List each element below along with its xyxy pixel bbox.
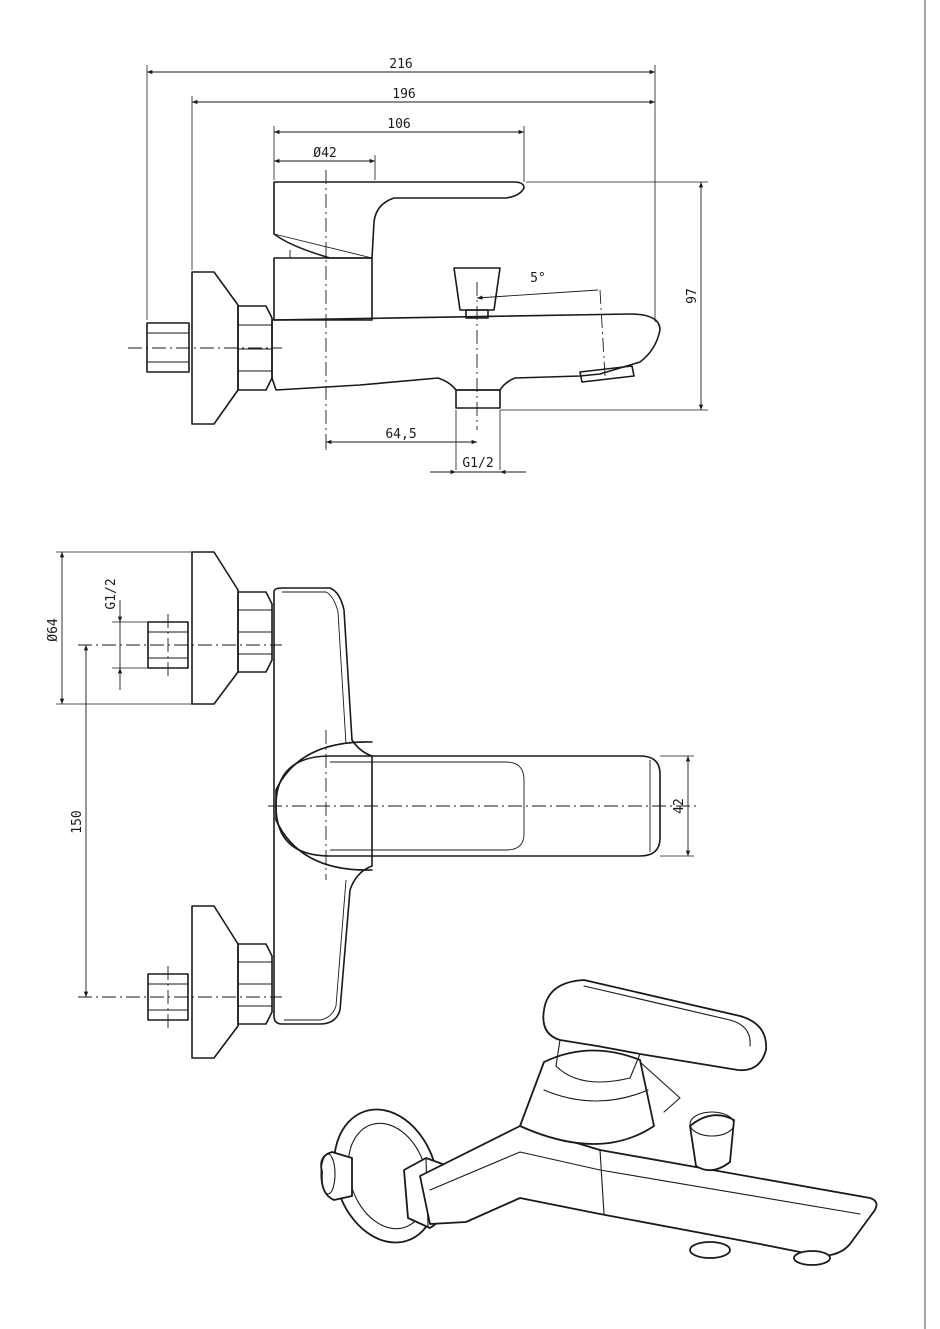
iso-spout-body bbox=[419, 1125, 878, 1257]
label-97: 97 bbox=[685, 288, 700, 304]
label-196: 196 bbox=[392, 87, 415, 102]
top-upper-flange bbox=[191, 551, 239, 705]
side-inlet-nipple bbox=[146, 322, 190, 373]
isometric-view bbox=[320, 979, 878, 1266]
iso-spout-outlet bbox=[793, 1250, 831, 1266]
iso-diverter-knob bbox=[689, 1114, 735, 1172]
label-42-top: 42 bbox=[672, 798, 687, 814]
side-diverter-knob bbox=[453, 267, 501, 311]
iso-cartridge bbox=[519, 1049, 655, 1145]
side-cartridge bbox=[273, 257, 373, 321]
top-lower-hex-nut bbox=[237, 943, 273, 1025]
top-cartridge-outline bbox=[275, 741, 373, 871]
top-mixer-body bbox=[273, 587, 373, 1025]
label-645: 64,5 bbox=[385, 427, 416, 442]
label-g12-top: G1/2 bbox=[104, 578, 119, 609]
side-view: 216 196 106 Ø42 97 5° 64,5 G1/2 bbox=[128, 57, 708, 475]
dim-angle-5 bbox=[476, 289, 599, 300]
label-150: 150 bbox=[70, 810, 85, 833]
label-216: 216 bbox=[389, 57, 412, 72]
side-spout-outlet bbox=[579, 365, 635, 383]
side-bottom-outlet bbox=[455, 389, 501, 409]
side-mixer-body bbox=[271, 313, 661, 391]
label-106: 106 bbox=[387, 117, 410, 132]
top-upper-hex-nut bbox=[237, 591, 273, 673]
iso-bottom-outlet bbox=[689, 1241, 731, 1259]
label-d64: Ø64 bbox=[46, 618, 61, 642]
label-5deg: 5° bbox=[530, 271, 546, 286]
top-lever bbox=[275, 755, 661, 857]
label-d42: Ø42 bbox=[313, 146, 336, 161]
label-g12-side: G1/2 bbox=[462, 456, 493, 471]
top-view: Ø64 G1/2 150 42 bbox=[46, 551, 700, 1059]
side-lever bbox=[273, 181, 525, 259]
top-lower-flange bbox=[191, 905, 239, 1059]
